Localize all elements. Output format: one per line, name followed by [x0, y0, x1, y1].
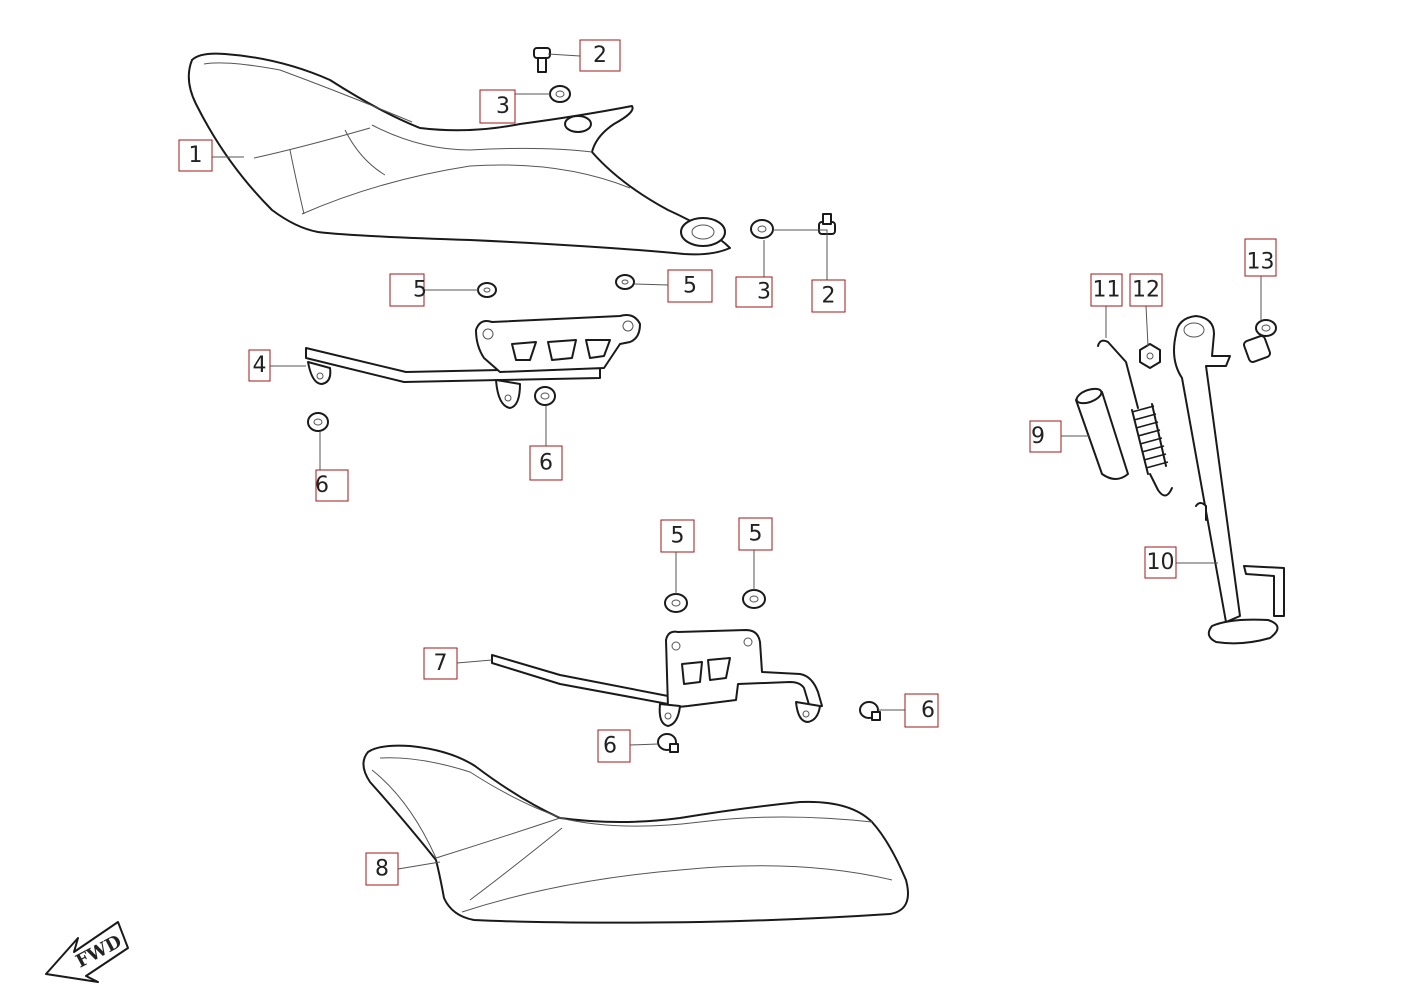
callout-3-top-label: 3 — [496, 94, 510, 119]
callout-9: 9 — [1029, 420, 1062, 453]
side-cover-lower — [362, 744, 909, 924]
callout-10-label: 10 — [1147, 550, 1175, 575]
forward-direction-arrow: FWD — [45, 921, 129, 983]
callout-2-top: 2 — [579, 39, 621, 72]
callout-6-upper-mid-label: 6 — [539, 451, 553, 476]
callout-8-label: 8 — [375, 857, 389, 882]
callout-6-lower-left-label: 6 — [603, 734, 617, 759]
callout-6-lower-right-label: 6 — [921, 698, 935, 723]
callout-7-label: 7 — [434, 651, 448, 676]
side-stand — [1173, 315, 1285, 645]
spacer-tube — [1075, 387, 1129, 480]
callout-4-label: 4 — [253, 353, 267, 378]
callout-13-label: 13 — [1247, 250, 1275, 275]
nut-5-upper-left — [477, 282, 497, 298]
callout-10: 10 — [1144, 546, 1177, 579]
callout-2-right: 2 — [811, 279, 846, 313]
side-cover-upper — [187, 52, 731, 256]
callout-11-label: 11 — [1093, 278, 1121, 303]
callout-5-upper-right: 5 — [667, 269, 713, 303]
bolt-6-lower-left — [657, 733, 679, 753]
screw-right — [818, 213, 836, 235]
spring — [1097, 339, 1173, 497]
screw-top — [533, 47, 551, 73]
callout-2-top-label: 2 — [593, 43, 607, 68]
callout-3-top: 3 — [479, 89, 516, 124]
callout-5-upper-right-label: 5 — [683, 274, 697, 299]
callout-11: 11 — [1090, 273, 1123, 307]
nut-5-lower-left — [664, 593, 688, 613]
callout-7: 7 — [423, 647, 458, 680]
bolt-6-lower-right — [859, 701, 881, 721]
callout-12: 12 — [1129, 273, 1163, 307]
callout-5-upper-left: 5 — [389, 273, 427, 307]
callout-5-lower-left: 5 — [660, 519, 695, 553]
callout-4: 4 — [248, 349, 271, 382]
callout-6-lower-right: 6 — [904, 693, 939, 728]
callout-5-upper-left-label: 5 — [413, 278, 427, 303]
grommet-right — [750, 219, 774, 239]
nut-5-lower-right — [742, 589, 766, 609]
callout-1-label: 1 — [189, 143, 203, 168]
callout-3-right-label: 3 — [757, 280, 771, 305]
callout-6-upper-left: 6 — [315, 469, 349, 502]
nut-12 — [1139, 343, 1161, 369]
callout-5-lower-right-label: 5 — [749, 522, 763, 547]
bolt-6-upper-mid — [534, 386, 556, 406]
callout-8: 8 — [365, 852, 399, 886]
bolt-13 — [1243, 319, 1277, 363]
callout-9-label: 9 — [1031, 424, 1045, 449]
callout-13: 13 — [1244, 238, 1277, 277]
callout-1: 1 — [178, 139, 213, 172]
bolt-6-upper-left — [307, 412, 329, 432]
nut-5-upper-right — [615, 274, 635, 290]
callout-2-right-label: 2 — [822, 284, 836, 309]
callout-6-lower-left: 6 — [597, 729, 631, 763]
leader-lines — [212, 53, 1262, 870]
callout-6-upper-left-label: 6 — [315, 473, 329, 498]
grommet-top — [549, 85, 571, 103]
callout-6-upper-mid: 6 — [529, 445, 563, 481]
callout-5-lower-left-label: 5 — [671, 524, 685, 549]
bracket-upper — [305, 314, 641, 409]
callout-3-right: 3 — [735, 276, 773, 308]
callout-5-lower-right: 5 — [738, 517, 773, 551]
bracket-lower — [491, 629, 823, 727]
callout-12-label: 12 — [1132, 278, 1160, 303]
